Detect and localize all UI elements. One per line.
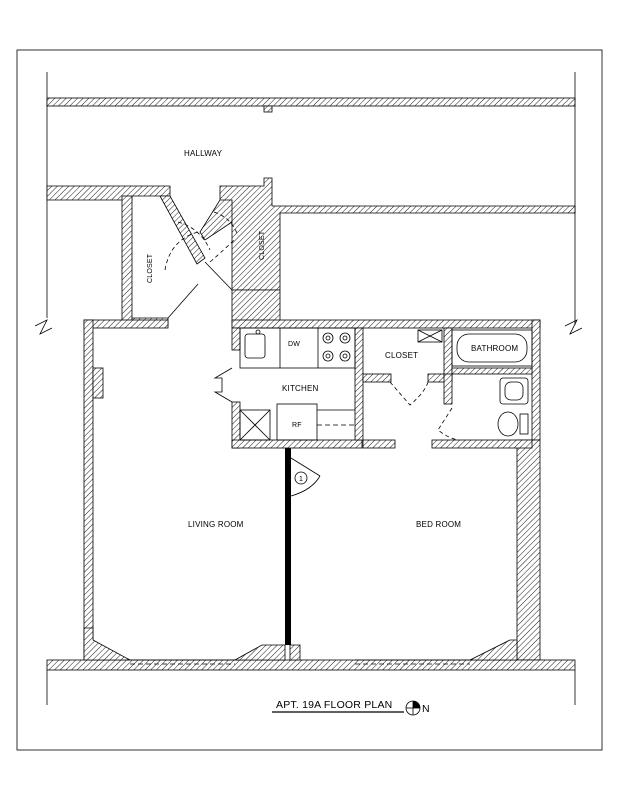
room-label-living-room: LIVING ROOM	[188, 520, 244, 529]
room-label-closet-right: CLOSET	[259, 230, 266, 260]
hallway-walls	[46, 72, 576, 325]
room-label-bathroom: BATHROOM	[471, 344, 518, 353]
north-arrow-icon	[405, 700, 421, 716]
room-label-hallway: HALLWAY	[184, 149, 223, 158]
fixture-label-dishwasher: DW	[288, 341, 300, 348]
room-label-closet-bedroom: CLOSET	[385, 351, 418, 360]
entry-closets	[121, 195, 281, 327]
plan-title: APT. 19A FLOOR PLAN	[276, 699, 392, 711]
room-label-bedroom: BED ROOM	[416, 520, 461, 529]
north-label: N	[422, 703, 430, 715]
room-label-closet-left: CLOSET	[147, 253, 154, 283]
exterior-walls	[34, 319, 583, 705]
kitchen-walls	[213, 327, 364, 449]
room-label-kitchen: KITCHEN	[282, 384, 319, 393]
entry-marker-label: 1	[299, 476, 303, 483]
closet-bath-walls	[362, 327, 533, 449]
fixture-label-refrigerator: RF	[292, 422, 302, 429]
interior-partition	[285, 448, 321, 645]
sheet-border	[16, 49, 603, 751]
